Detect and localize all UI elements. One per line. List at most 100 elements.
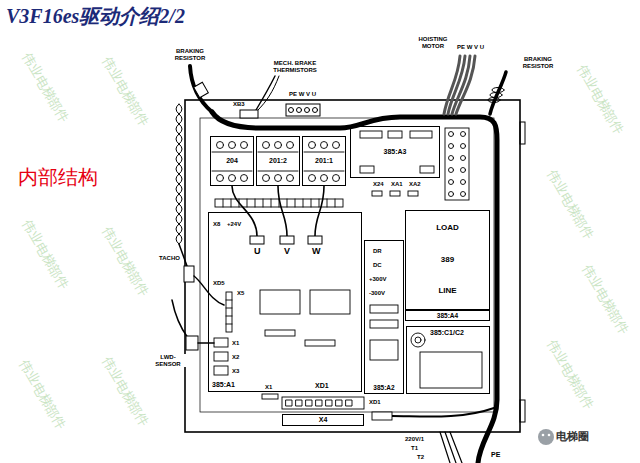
- board-component: [226, 292, 232, 332]
- cable-label: BRAKING RESISTOR: [516, 56, 560, 69]
- board-component: [461, 144, 466, 149]
- control-board: 385:A3: [350, 126, 440, 178]
- cable-label: BRAKING RESISTOR: [168, 48, 212, 61]
- board-component: [372, 191, 382, 196]
- contactor-detail: [217, 142, 224, 149]
- connector-label: XD5: [212, 280, 226, 287]
- contactor-detail: [229, 175, 236, 182]
- board-component: [214, 128, 482, 420]
- filter-module: LOAD389LINE: [405, 210, 490, 310]
- power-board: 385:A2: [364, 240, 404, 394]
- contactor-detail: [212, 142, 344, 182]
- thermistor-wire: [258, 76, 279, 110]
- wire-label: T2: [416, 454, 425, 461]
- connector-label: XD1: [314, 382, 330, 390]
- watermark: 伟业电梯部件: [19, 51, 70, 126]
- board-component: [286, 400, 352, 406]
- box-label: 385:C1/C2: [429, 329, 465, 337]
- signal-label: +24V: [226, 221, 242, 228]
- tacho-wire: [176, 104, 182, 244]
- cable-harness: [450, 432, 462, 463]
- connector-label: X2: [231, 354, 240, 361]
- box-label: X4: [318, 416, 329, 424]
- cable-label: HOISTING MOTOR: [410, 36, 456, 49]
- board-component: [305, 340, 335, 346]
- board-component: [461, 156, 466, 161]
- board-component: [260, 290, 300, 314]
- thermistor-wire: [256, 76, 275, 110]
- phase-label: V: [283, 247, 291, 257]
- motor-terminal-block: [289, 108, 294, 113]
- watermark: 伟业电梯部件: [16, 358, 67, 433]
- connector-label: X8: [212, 221, 221, 228]
- watermark: 伟业电梯部件: [99, 355, 150, 430]
- box-label: 385:A1: [211, 381, 236, 389]
- board-component: [388, 131, 402, 138]
- contactor-detail: [321, 142, 328, 149]
- cable-harness: [492, 88, 504, 93]
- watermark: 伟业电梯部件: [579, 263, 630, 338]
- board-component: [214, 338, 228, 347]
- board-component: [370, 340, 398, 360]
- cabinet-housing: [185, 100, 525, 432]
- board-component: [360, 131, 382, 138]
- board-component: [461, 180, 466, 185]
- board-component: [282, 397, 364, 409]
- connector-label: X3: [231, 368, 240, 375]
- contactor-detail: [241, 175, 248, 182]
- contactor-detail: [263, 175, 270, 182]
- main-board: 385:A1: [208, 212, 362, 392]
- cabinet-drawing: [172, 56, 554, 463]
- watermark: 伟业电梯部件: [544, 168, 595, 243]
- tacho-wire: [176, 104, 182, 244]
- logo-icon: [538, 429, 554, 445]
- cabinet-housing: [185, 100, 520, 432]
- motor-terminal-block: [286, 104, 320, 116]
- tacho-wire: [172, 300, 188, 338]
- cable-label: MECH. BRAKE THERMISTORS: [262, 60, 328, 73]
- wire-label: PE: [490, 451, 501, 459]
- board-component: [461, 132, 466, 137]
- contactor-detail: [304, 152, 344, 153]
- board-component: [461, 168, 466, 173]
- contactor: 201:1: [302, 136, 346, 186]
- board-component: [411, 333, 425, 347]
- motor-terminal-block: [286, 104, 320, 116]
- board-component: [408, 191, 418, 196]
- box-label: 201:1: [314, 157, 334, 165]
- watermark: 伟业电梯部件: [99, 225, 150, 300]
- motor-terminal-block: [297, 108, 302, 113]
- section-heading: 内部结构: [18, 166, 98, 188]
- cable-harness: [445, 432, 456, 463]
- connector-label: XB3: [232, 101, 246, 108]
- cable-harness: [440, 432, 450, 463]
- motor-terminal-block: [313, 108, 318, 113]
- connector-label: XA2: [408, 181, 422, 188]
- cable-harness: [392, 408, 494, 417]
- contactor-detail: [275, 175, 282, 182]
- contactor-detail: [275, 142, 282, 149]
- cable-harness: [190, 56, 506, 463]
- cable-harness: [194, 82, 209, 97]
- box-label: 385:A4: [436, 312, 459, 319]
- watermark: 伟业电梯部件: [19, 218, 70, 293]
- contactor-detail: [309, 142, 316, 149]
- box-label: 385:A2: [372, 384, 395, 391]
- contactor-detail: [287, 175, 294, 182]
- board-component: [214, 352, 228, 361]
- board-component: [449, 168, 454, 173]
- motor-wire: [308, 236, 322, 244]
- thermistor-wire: [240, 76, 279, 118]
- connector-label: XD1: [368, 399, 382, 406]
- phase-label: U: [253, 247, 262, 257]
- cable-label: LWD- SENSOR: [150, 354, 186, 367]
- board-component: [226, 300, 232, 324]
- cabinet-housing: [520, 400, 525, 422]
- contactor-detail: [309, 175, 316, 182]
- page-title: V3F16es驱动介绍2/2: [6, 3, 185, 30]
- board-component: [449, 156, 454, 161]
- board-component: [449, 144, 454, 149]
- motor-wire: [232, 186, 324, 244]
- tacho-wire: [172, 104, 224, 350]
- board-component: [360, 166, 374, 173]
